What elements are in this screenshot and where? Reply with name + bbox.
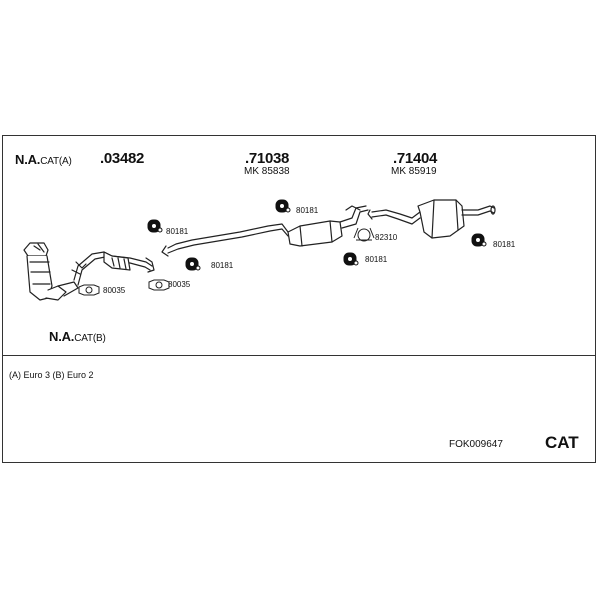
- hanger-5-icon: [471, 233, 487, 247]
- catalyst-label-b-prefix: N.A.: [49, 329, 75, 344]
- middle-mk-code: MK 85838: [244, 166, 290, 177]
- catalyst-label-a: N.A.CAT(A): [15, 153, 72, 167]
- reference-number: FOK009647: [449, 439, 503, 450]
- hanger-3-label: 80181: [296, 206, 319, 215]
- hanger-5-label: 80181: [493, 240, 516, 249]
- hanger-4-icon: [343, 252, 359, 266]
- catalyst-label-a-prefix: N.A.: [15, 152, 41, 167]
- clamp-icon: [353, 227, 375, 242]
- hanger-2-icon: [185, 257, 201, 271]
- hanger-1-icon: [147, 219, 163, 233]
- clamp-label: 82310: [375, 233, 398, 242]
- rear-mk-code: MK 85919: [391, 166, 437, 177]
- catalyst-label-b-suffix: CAT(B): [74, 333, 106, 344]
- gasket-2-label: 80035: [168, 280, 191, 289]
- diagram-frame: [2, 135, 596, 463]
- catalytic-converter: [23, 242, 79, 301]
- rear-pipe: [367, 209, 421, 225]
- rear-part-code: .71404: [393, 150, 438, 167]
- intermediate-pipe: [161, 223, 289, 257]
- rear-silencer: [417, 199, 496, 239]
- middle-part-code: .71038: [245, 150, 290, 167]
- gasket-1-icon: [78, 284, 100, 296]
- gasket-1-label: 80035: [103, 286, 126, 295]
- front-pipe: [71, 251, 155, 286]
- catalyst-label-b: N.A.CAT(B): [49, 330, 106, 344]
- hanger-1-label: 80181: [166, 227, 189, 236]
- hanger-3-icon: [275, 199, 291, 213]
- middle-silencer: [287, 205, 369, 247]
- euro-note: (A) Euro 3 (B) Euro 2: [9, 370, 94, 380]
- front-part-code: .03482: [100, 150, 145, 167]
- hanger-4-label: 80181: [365, 255, 388, 264]
- category-label: CAT: [545, 433, 579, 452]
- gasket-2-icon: [148, 279, 170, 291]
- hanger-2-label: 80181: [211, 261, 234, 270]
- catalyst-label-a-suffix: CAT(A): [40, 156, 72, 167]
- diagram-divider: [2, 355, 596, 356]
